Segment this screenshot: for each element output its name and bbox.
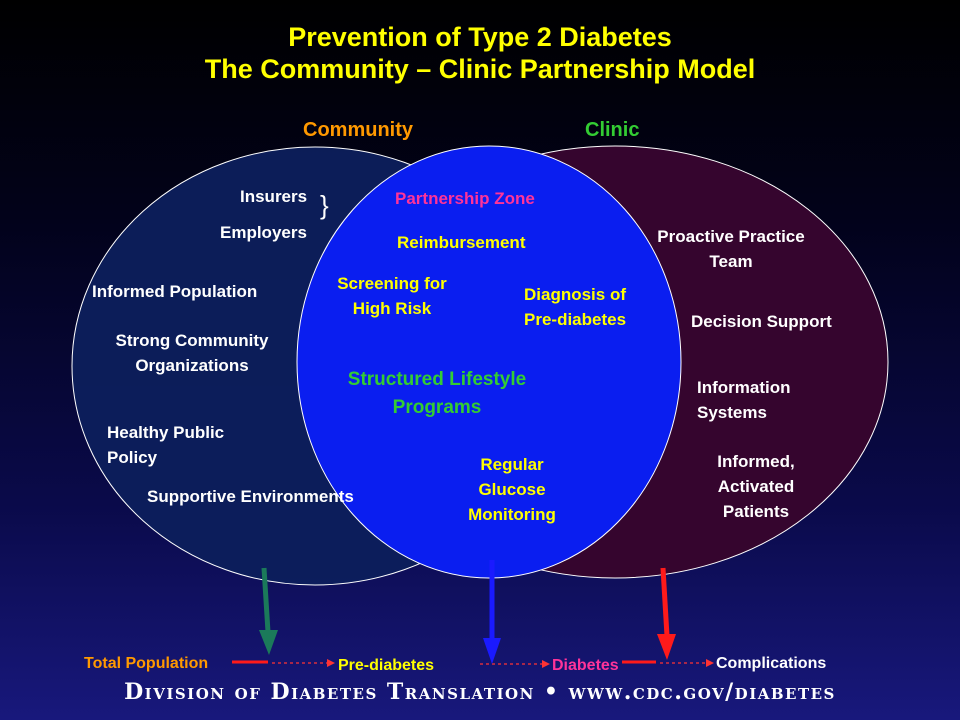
stage-diabetes: Diabetes: [552, 657, 619, 674]
stage-complications: Complications: [716, 655, 827, 672]
stage-pre-diabetes: Pre-diabetes: [338, 657, 435, 674]
glucose-monitoring-label: Regular Glucose Monitoring: [468, 455, 556, 524]
strong-community-label: Strong Community Organizations: [115, 331, 269, 375]
diagnosis-label: Diagnosis of Pre-diabetes: [524, 285, 627, 329]
stage-total-population: Total Population: [84, 655, 209, 672]
insurers-label: Insurers: [240, 187, 308, 206]
employers-label: Employers: [220, 223, 307, 242]
community-header: Community: [303, 119, 413, 141]
partnership-zone-label: Partnership Zone: [395, 189, 535, 208]
supportive-environments-label: Supportive Environments: [147, 487, 354, 506]
healthy-public-policy-label: Healthy Public Policy: [107, 423, 225, 467]
screening-label: Screening for High Risk: [337, 274, 447, 318]
arrow-down-green: [259, 567, 278, 655]
informed-population-label: Informed Population: [92, 282, 258, 301]
arrow-down-blue: [483, 560, 501, 664]
decision-support-label: Decision Support: [691, 312, 832, 331]
title-line-1: Prevention of Type 2 Diabetes: [288, 22, 672, 52]
information-systems-label: Information Systems: [697, 378, 791, 422]
clinic-header: Clinic: [585, 119, 640, 141]
brace-icon: }: [320, 190, 329, 220]
proactive-team-label: Proactive Practice Team: [657, 227, 805, 271]
informed-patients-label: Informed, Activated Patients: [717, 452, 795, 521]
title-line-2: The Community – Clinic Partnership Model: [204, 54, 756, 84]
footer-banner: Division of Diabetes Translation • www.c…: [124, 679, 836, 705]
reimbursement-label: Reimbursement: [397, 233, 526, 252]
lifestyle-programs-label: Structured Lifestyle Programs: [347, 369, 527, 418]
partnership-circle: [296, 145, 682, 579]
arrow-down-red: [657, 567, 676, 660]
